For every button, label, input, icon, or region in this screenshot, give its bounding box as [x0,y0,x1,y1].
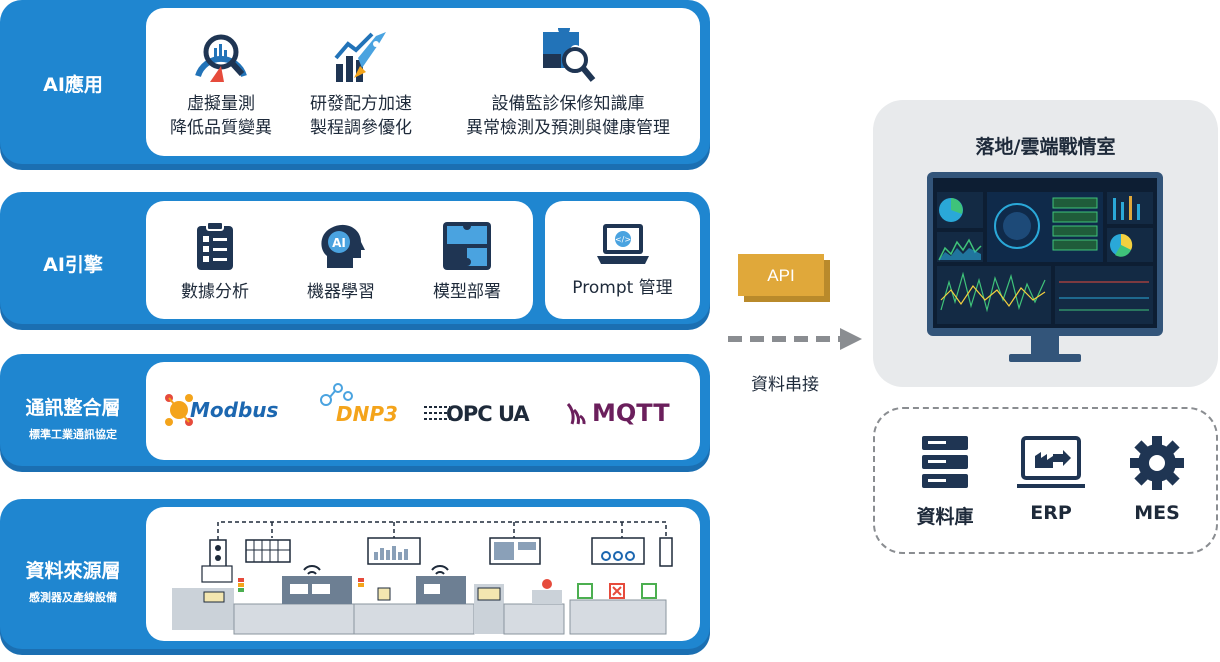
dnp3-logo: DNP3 [336,402,398,426]
ai-app-title: AI應用 [43,74,103,96]
feature-text: 模型部署 [433,282,501,302]
ai-app-layer-label: AI應用 [0,70,146,97]
rocket-chart-icon [334,32,386,82]
modbus-network-icon [165,394,193,426]
ai-head-icon: AI [321,224,365,268]
gear-icon [1130,436,1184,490]
ai-engine-model-deploy[interactable]: 模型部署 [412,220,522,304]
laptop-gear-icon: </> [596,224,649,264]
data-link-arrow [728,328,862,350]
ai-app-feature-equipment[interactable]: 設備監診保修知識庫 異常檢測及預測與健康管理 [436,28,700,140]
system-label: 資料庫 [916,506,974,528]
dnp3-network-icon [320,383,353,406]
feature-text: 數據分析 [181,282,249,302]
system-database[interactable]: 資料庫 [900,434,990,529]
ai-engine-machine-learning[interactable]: AI 機器學習 [286,220,396,304]
api-label: API [767,266,795,285]
magnifier-chart-icon [195,34,247,82]
feature-line2: 降低品質變異 [170,118,272,138]
mqtt-logo: MQTT [592,399,670,427]
api-tag-shape [738,254,830,302]
feature-line2: 異常檢測及預測與健康管理 [466,118,670,138]
erp-laptop-icon [1017,436,1085,488]
svg-text:AI: AI [332,236,346,250]
external-systems-box [873,407,1218,554]
opc-ua-logo: OPC UA [446,402,530,426]
ai-app-feature-virtual-metrology[interactable]: 虛擬量測 降低品質變異 [146,28,296,140]
server-icon [922,436,968,488]
feature-line2: 製程調參優化 [310,118,412,138]
system-label: MES [1134,502,1180,524]
dashboard-monitor-icon[interactable] [925,170,1165,368]
system-label: ERP [1030,502,1072,524]
ai-engine-title: AI引擎 [43,254,103,276]
puzzle-magnifier-icon [543,28,596,82]
system-mes[interactable]: MES [1112,434,1202,524]
feature-line1: 研發配方加速 [310,94,412,114]
modbus-logo: Modbus [190,398,279,422]
ai-engine-data-analysis[interactable]: 數據分析 [160,220,270,304]
war-room-title: 落地/雲端戰情室 [975,136,1116,158]
feature-text: 機器學習 [307,282,375,302]
source-layer-label: 資料來源層 感測器及產線設備 [0,556,146,605]
ai-engine-layer-label: AI引擎 [0,250,146,277]
puzzle-icon [443,222,491,270]
feature-line1: 虛擬量測 [187,94,255,114]
source-subtitle: 感測器及產線設備 [29,591,117,604]
feature-line1: 設備監診保修知識庫 [491,94,645,114]
comm-subtitle: 標準工業通訊協定 [29,428,117,441]
comm-panel [146,362,700,460]
comm-title: 通訊整合層 [25,397,121,419]
production-line-illustration [172,521,673,635]
svg-text:</>: </> [614,235,630,244]
source-title: 資料來源層 [25,560,121,582]
comm-layer-label: 通訊整合層 標準工業通訊協定 [0,393,146,442]
feature-text: Prompt 管理 [572,278,673,298]
clipboard-checklist-icon [197,221,233,270]
data-link-label: 資料串接 [751,375,819,395]
system-erp[interactable]: ERP [1006,434,1096,524]
opc-ua-stripes-icon [424,406,450,420]
mqtt-signal-icon [566,402,586,425]
ai-app-feature-formula[interactable]: 研發配方加速 製程調參優化 [296,28,426,140]
ai-engine-prompt-management[interactable]: </> Prompt 管理 [545,220,700,300]
ai-app-panel [146,8,700,156]
